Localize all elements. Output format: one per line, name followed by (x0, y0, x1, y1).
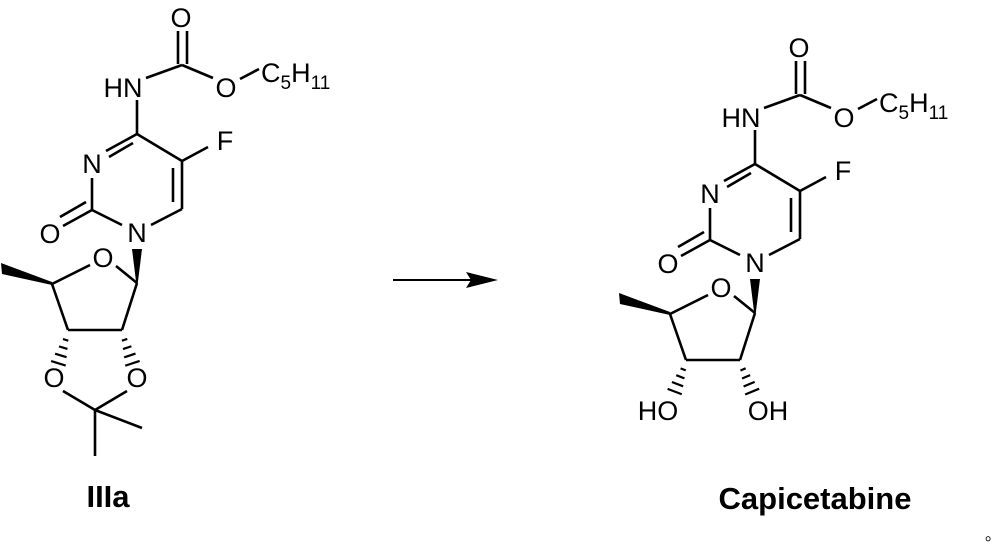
reactant-structure: O HN O C5H11 F N O N O O O IIIa (1, 3, 330, 514)
ester-oxygen: O (833, 103, 854, 133)
fluorine: F (217, 126, 234, 156)
hashed-bond-segment (681, 368, 686, 370)
hashed-bonds (51, 339, 139, 366)
ester-oxygen: O (215, 73, 236, 103)
hashed-bond-segment (124, 354, 135, 358)
n1-atom: N (745, 248, 765, 278)
hashed-bond-segment (59, 346, 67, 349)
hashed-bond-segment (55, 354, 66, 358)
pentyl-group: C5H11 (879, 88, 948, 124)
hashed-bond-segment (672, 382, 683, 386)
n1-atom: N (127, 218, 147, 248)
hashed-bond-segment (740, 368, 745, 370)
hydroxyl-right: OH (748, 396, 789, 426)
acetonide-oxygen-left: O (43, 363, 64, 393)
trailing-mark: 。 (985, 525, 1000, 544)
n3-atom: N (700, 179, 720, 209)
hashed-bond-segment (63, 339, 68, 341)
hashed-bond-segment (123, 346, 131, 349)
pentyl-group: C5H11 (261, 58, 330, 94)
n3-atom: N (82, 149, 102, 179)
hashed-bond-segment (122, 339, 127, 341)
reactant-label: IIIa (86, 479, 130, 514)
carbonyl-oxygen: O (170, 3, 191, 33)
ring-oxygen: O (710, 273, 731, 303)
ring-oxygen: O (92, 243, 113, 273)
amide-nh: HN (104, 73, 143, 103)
hashed-bond-segment (668, 389, 682, 394)
amide-nh: HN (722, 103, 761, 133)
hashed-bond-segment (745, 389, 759, 395)
hashed-bond-segment (742, 375, 750, 378)
c2-oxygen: O (657, 249, 678, 279)
hydroxyl-left: HO (638, 396, 679, 426)
acetonide-oxygen-right: O (126, 363, 147, 393)
product-label: Capicetabine (719, 481, 912, 516)
c2-oxygen: O (39, 219, 60, 249)
hashed-bond-segment (744, 382, 755, 387)
fluorine: F (835, 156, 852, 186)
carbonyl-oxygen: O (788, 33, 809, 63)
hashed-bond-segment (676, 375, 684, 378)
hashed-bonds (668, 368, 760, 394)
reaction-arrow (393, 272, 498, 288)
product-structure: O HN O C5H11 F N O N O HO OH (619, 33, 948, 426)
